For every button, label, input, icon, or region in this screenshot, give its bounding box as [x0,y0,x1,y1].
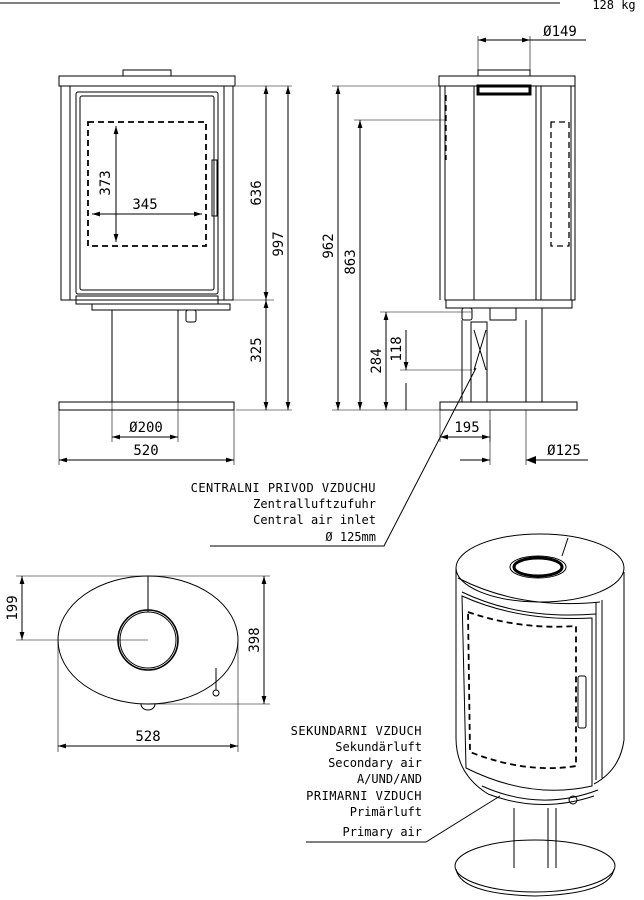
dim-air-inlet-height: 284 [369,348,385,373]
central-air-label-size: Ø 125mm [325,530,376,544]
primary-air-label-de: Primärluft [350,805,422,819]
perspective-base-disc [454,839,616,893]
perspective-top [455,533,625,603]
dim-pedestal-diameter: Ø200 [129,420,163,436]
perspective-view [454,533,625,897]
side-view: 962 863 284 118 Ø149 195 Ø125 [321,24,588,465]
dim-top-half-depth: 199 [5,595,21,620]
base-disc-front [58,401,235,411]
perspective-flue-inner [512,556,564,578]
central-air-leader [210,367,477,547]
primary-air-label-en: Primary air [343,825,422,839]
stove-body-front [60,85,234,301]
dim-door-height: 636 [249,180,265,205]
top-plate-front [58,75,236,87]
base-disc-side [439,401,578,411]
central-air-label-en: Central air inlet [253,513,376,527]
air-box-side [489,307,517,321]
secondary-air-label-cz: SEKUNDARNI VZDUCH [291,724,422,738]
base-plate-front [91,303,231,311]
dim-firebox-width: 345 [132,197,157,213]
top-view: 199 398 528 [5,575,270,752]
perspective-air-lever [568,795,578,805]
dim-top-width: 528 [135,729,160,745]
front-view: 373 345 636 997 325 Ø200 520 [58,69,292,465]
door-frame-front [75,91,219,295]
flue-collar-side [477,69,531,77]
dim-pedestal-height: 325 [249,337,265,362]
dim-total-height-side: 962 [321,233,337,258]
air-labels: SEKUNDARNI VZDUCH Sekundärluft Secondary… [291,724,501,843]
flue-grille [476,84,532,96]
dim-inlet-depth: 195 [454,420,479,436]
perspective-flue-outer [509,555,567,579]
dim-firebox-height: 373 [98,170,114,195]
dim-air-inlet-offset: 118 [389,336,405,361]
perspective-firebox [467,610,577,770]
dim-inlet-diameter: Ø125 [547,443,581,459]
air-lever-front [185,309,197,323]
dim-rear-outlet-height: 863 [343,249,359,274]
air-leader-line [306,795,501,843]
firebox-outline-side [550,121,570,247]
secondary-air-label-de: Sekundärluft [335,740,422,754]
perspective-body-left [455,568,489,795]
central-air-label-de: Zentralluftzufuhr [253,497,376,511]
dim-flue-diameter: Ø149 [543,24,577,40]
primary-air-label-cz: PRIMARNI VZDUCH [306,789,422,803]
perspective-door-handle [577,675,587,729]
secondary-air-label-and: A/UND/AND [357,772,422,786]
base-plate-side [445,299,573,309]
door-handle-front [211,159,218,217]
dim-base-width: 520 [133,443,158,459]
stove-body-side [444,86,576,301]
dim-top-depth: 398 [247,627,263,652]
central-air-label-cz: CENTRALNI PRIVOD VZDUCHU [191,481,376,495]
air-lever-top [212,689,220,697]
flue-collar-front [122,69,172,77]
perspective-door [461,595,593,791]
firebox-outline-front [87,121,207,247]
weight-label: 128 kg [592,0,635,12]
secondary-air-label-en: Secondary air [328,756,422,770]
dim-total-height-front: 997 [271,231,287,256]
rear-inlet-top [140,703,156,711]
